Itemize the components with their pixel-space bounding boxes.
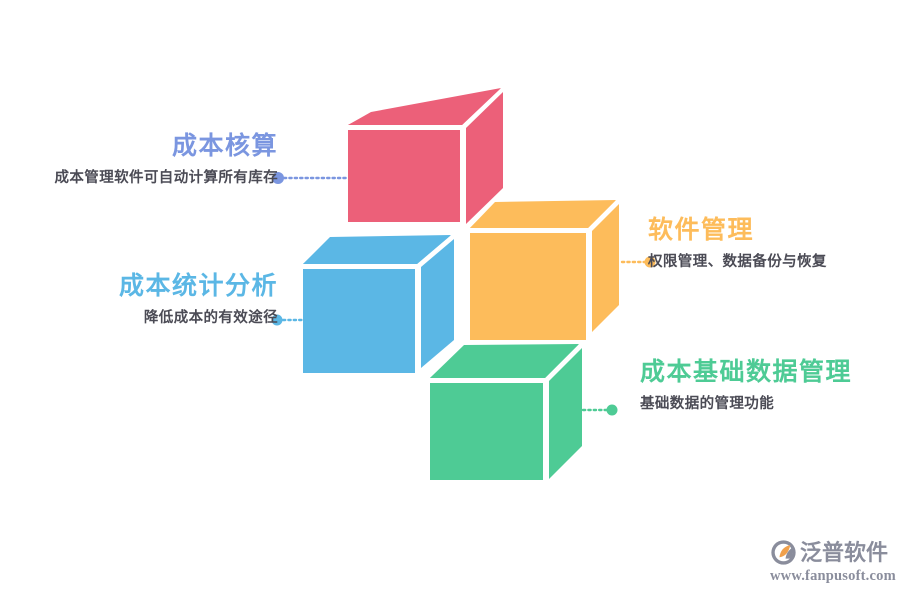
callout-base-data-management: 成本基础数据管理 基础数据的管理功能	[640, 358, 900, 413]
base-data-management-cube	[430, 344, 582, 480]
callout-cost-accounting: 成本核算 成本管理软件可自动计算所有库存	[14, 132, 278, 187]
base-data-management-connector	[581, 404, 618, 416]
cube-top-face-2	[348, 88, 501, 125]
callout-title: 成本基础数据管理	[640, 358, 853, 386]
callout-subtitle: 降低成本的有效途径	[143, 309, 278, 326]
cube-front-face	[303, 269, 415, 373]
cube-top-face-2	[303, 235, 451, 264]
cube-side-face	[549, 348, 582, 479]
connector-dot	[644, 256, 656, 268]
cost-accounting-connector	[272, 172, 348, 184]
callout-cost-statistics: 成本统计分析 降低成本的有效途径	[14, 272, 278, 327]
callout-subtitle: 成本管理软件可自动计算所有库存	[54, 169, 278, 186]
software-management-cube	[470, 200, 619, 340]
cube-top-face-2	[470, 200, 616, 228]
cost-accounting-cube	[348, 88, 503, 224]
cost-statistics-cube	[303, 235, 454, 373]
callout-title: 成本统计分析	[118, 272, 278, 300]
logo-wordmark: 泛普软件	[800, 539, 889, 565]
cube-front-face	[470, 233, 586, 340]
callout-title: 成本核算	[171, 132, 278, 160]
callout-software-management: 软件管理 权限管理、数据备份与恢复	[648, 216, 898, 271]
cube-top-face-2	[430, 344, 579, 378]
connector-dot	[606, 404, 618, 416]
cost-statistics-connector	[271, 314, 304, 326]
connector-dot	[272, 172, 284, 184]
cube-side-face	[592, 204, 619, 332]
cube-side-face	[466, 92, 503, 224]
software-management-connector	[620, 256, 656, 268]
cube-side-face	[421, 239, 454, 368]
cube-front-face	[430, 383, 543, 480]
logo-row: 泛普软件	[770, 537, 892, 567]
logo-url: www.fanpusoft.com	[770, 568, 896, 584]
brand-logo: 泛普软件 www.fanpusoft.com	[770, 537, 896, 587]
callout-subtitle: 权限管理、数据备份与恢复	[648, 253, 827, 270]
cube-front-face	[348, 130, 460, 222]
fanpu-logo-icon	[771, 539, 796, 565]
callout-title: 软件管理	[648, 216, 755, 244]
connector-dot	[271, 314, 283, 326]
callout-subtitle: 基础数据的管理功能	[640, 395, 775, 412]
